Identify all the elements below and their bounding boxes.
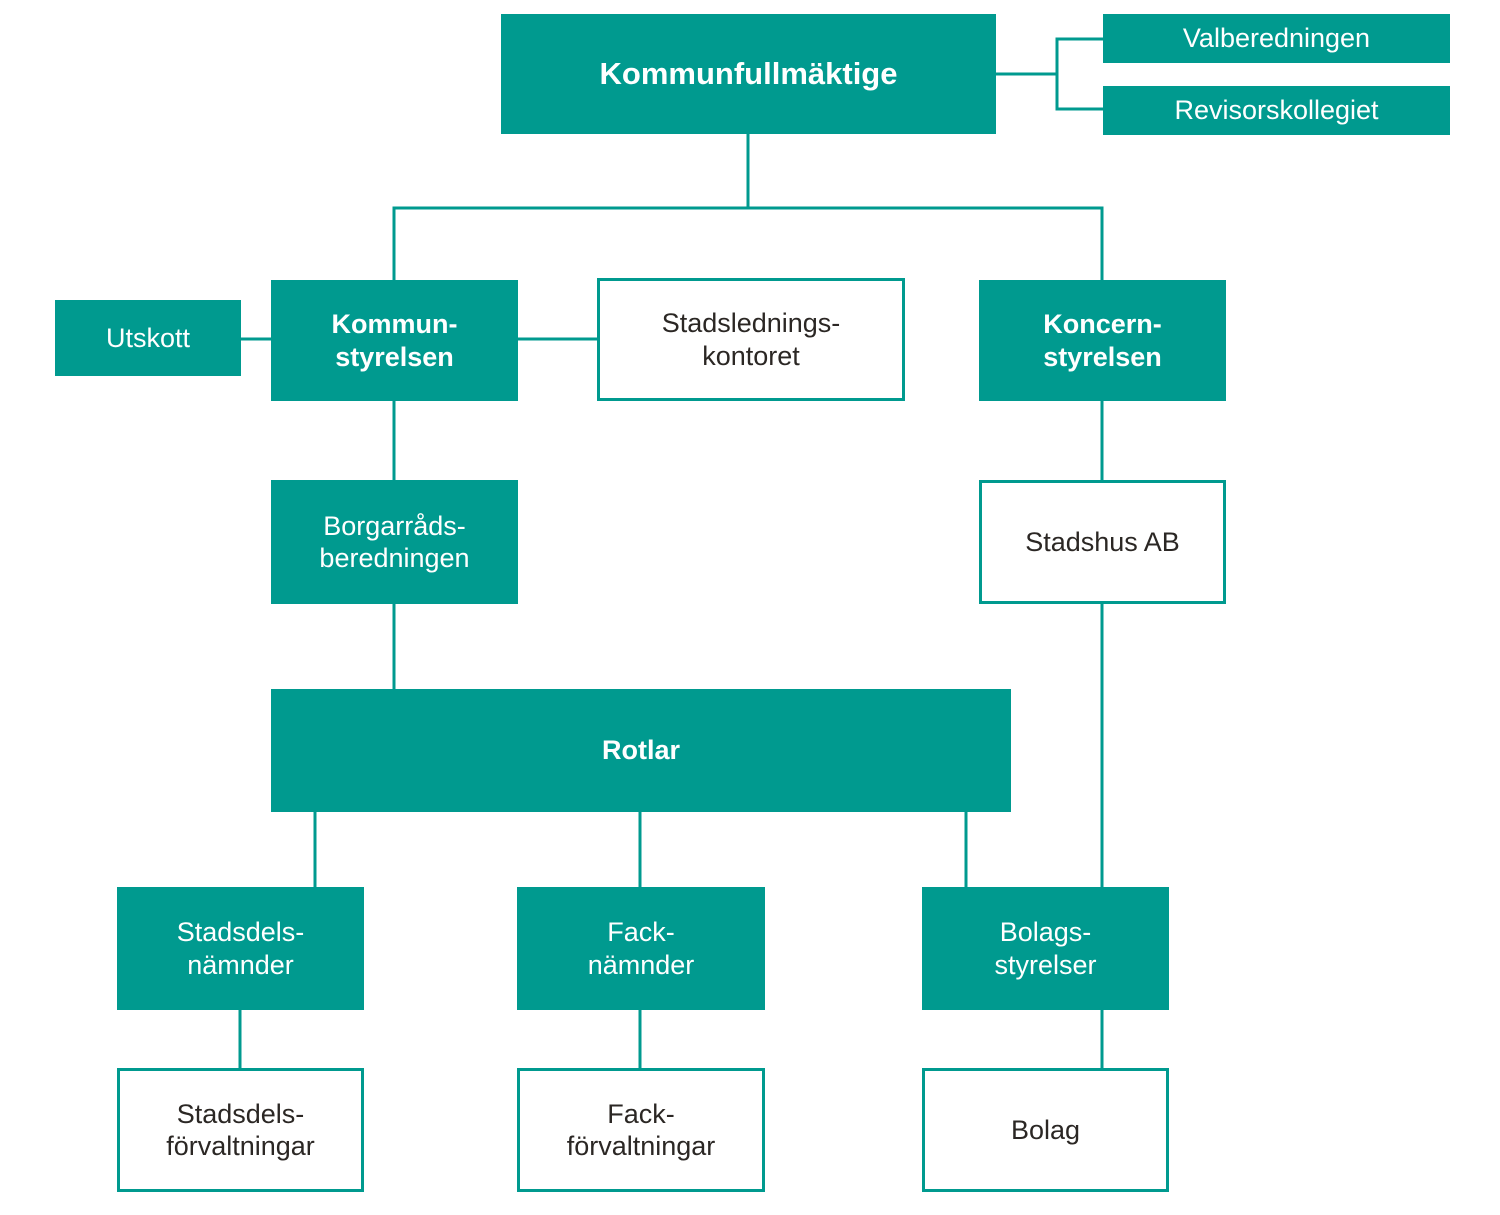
bolagsstyrelser-box: Bolags- styrelser: [922, 887, 1169, 1010]
stadsdelsforvaltningar-label-line2: förvaltningar: [166, 1131, 315, 1161]
stadsdelsnamnder-box: Stadsdels- nämnder: [117, 887, 364, 1010]
kommunfullmaktige-box: Kommunfullmäktige: [501, 14, 996, 134]
stadshus-ab-box: Stadshus AB: [979, 480, 1226, 604]
koncernstyrelsen-label-line1: Koncern-: [1043, 309, 1162, 340]
facknamnder-box: Fack- nämnder: [517, 887, 765, 1010]
revisorskollegiet-label: Revisorskollegiet: [1174, 95, 1379, 126]
valberedningen-label: Valberedningen: [1182, 23, 1371, 54]
fackforvaltningar-label-line2: förvaltningar: [566, 1131, 716, 1161]
kommunstyrelsen-label-line2: styrelsen: [335, 341, 454, 372]
borgarradsberedningen-label-line1: Borgarråds-: [323, 510, 466, 541]
stadshus-ab-label: Stadshus AB: [1025, 526, 1180, 557]
stadsdelsforvaltningar-label-line1: Stadsdels-: [176, 1098, 305, 1129]
kommunfullmaktige-label: Kommunfullmäktige: [599, 56, 898, 92]
fackforvaltningar-box: Fack- förvaltningar: [517, 1068, 765, 1192]
stadsdelsnamnder-label-line1: Stadsdels-: [176, 917, 305, 948]
borgarradsberedningen-box: Borgarråds- beredningen: [271, 480, 518, 604]
utskott-box: Utskott: [55, 300, 241, 376]
stadsdelsnamnder-label-line2: nämnder: [187, 949, 294, 980]
kommunstyrelsen-box: Kommun- styrelsen: [271, 280, 518, 401]
facknamnder-label-line2: nämnder: [587, 949, 695, 980]
rotlar-box: Rotlar: [271, 689, 1011, 812]
koncernstyrelsen-box: Koncern- styrelsen: [979, 280, 1226, 401]
stadsledningskontoret-label-line2: kontoret: [702, 340, 800, 371]
revisorskollegiet-box: Revisorskollegiet: [1103, 86, 1450, 135]
facknamnder-label-line1: Fack-: [607, 917, 675, 948]
stadsledningskontoret-label-line1: Stadslednings-: [661, 308, 841, 339]
bolagsstyrelser-label-line2: styrelser: [994, 949, 1097, 980]
koncernstyrelsen-label-line2: styrelsen: [1043, 341, 1162, 372]
fackforvaltningar-label-line1: Fack-: [607, 1098, 675, 1129]
bolagsstyrelser-label-line1: Bolags-: [999, 917, 1092, 948]
bolag-label: Bolag: [1010, 1114, 1081, 1145]
connector-side-bracket: [1055, 37, 1103, 111]
bolag-box: Bolag: [922, 1068, 1169, 1192]
connector-top-branch: [392, 206, 1104, 281]
stadsledningskontoret-box: Stadslednings- kontoret: [597, 278, 905, 401]
utskott-label: Utskott: [105, 322, 191, 353]
stadsdelsforvaltningar-box: Stadsdels- förvaltningar: [117, 1068, 364, 1192]
rotlar-label: Rotlar: [601, 735, 680, 766]
valberedningen-box: Valberedningen: [1103, 14, 1450, 63]
kommunstyrelsen-label-line1: Kommun-: [331, 309, 458, 340]
borgarradsberedningen-label-line2: beredningen: [319, 543, 470, 573]
